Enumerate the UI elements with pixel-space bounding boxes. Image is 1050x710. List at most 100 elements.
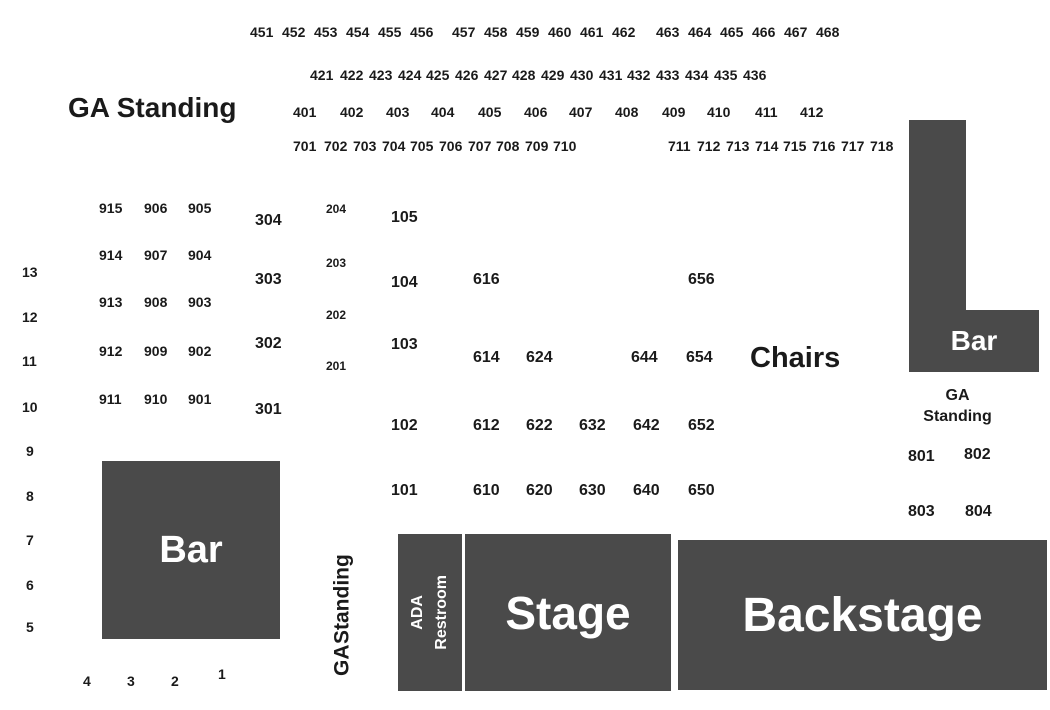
section-426[interactable]: 426 xyxy=(455,67,479,83)
section-713[interactable]: 713 xyxy=(726,138,750,154)
section-902[interactable]: 902 xyxy=(188,343,212,359)
section-710[interactable]: 710 xyxy=(553,138,577,154)
section-5[interactable]: 5 xyxy=(26,619,34,635)
section-432[interactable]: 432 xyxy=(627,67,651,83)
section-456[interactable]: 456 xyxy=(410,24,434,40)
section-301[interactable]: 301 xyxy=(255,401,282,418)
section-616[interactable]: 616 xyxy=(473,271,500,288)
section-103[interactable]: 103 xyxy=(391,336,418,353)
section-465[interactable]: 465 xyxy=(720,24,744,40)
section-907[interactable]: 907 xyxy=(144,247,168,263)
section-466[interactable]: 466 xyxy=(752,24,776,40)
section-463[interactable]: 463 xyxy=(656,24,680,40)
section-403[interactable]: 403 xyxy=(386,104,410,120)
section-303[interactable]: 303 xyxy=(255,271,282,288)
section-701[interactable]: 701 xyxy=(293,138,317,154)
section-614[interactable]: 614 xyxy=(473,349,500,366)
section-101[interactable]: 101 xyxy=(391,482,418,499)
section-9[interactable]: 9 xyxy=(26,443,34,459)
section-409[interactable]: 409 xyxy=(662,104,686,120)
section-3[interactable]: 3 xyxy=(127,673,135,689)
section-423[interactable]: 423 xyxy=(369,67,393,83)
section-421[interactable]: 421 xyxy=(310,67,334,83)
section-464[interactable]: 464 xyxy=(688,24,712,40)
section-913[interactable]: 913 xyxy=(99,294,123,310)
section-624[interactable]: 624 xyxy=(526,349,553,366)
section-704[interactable]: 704 xyxy=(382,138,406,154)
section-11[interactable]: 11 xyxy=(22,353,37,369)
section-202[interactable]: 202 xyxy=(326,308,347,322)
section-712[interactable]: 712 xyxy=(697,138,721,154)
section-915[interactable]: 915 xyxy=(99,200,123,216)
section-204[interactable]: 204 xyxy=(326,202,347,216)
section-459[interactable]: 459 xyxy=(516,24,540,40)
section-705[interactable]: 705 xyxy=(410,138,434,154)
section-13[interactable]: 13 xyxy=(22,264,38,280)
section-2[interactable]: 2 xyxy=(171,673,179,689)
section-640[interactable]: 640 xyxy=(633,482,660,499)
section-802[interactable]: 802 xyxy=(964,446,991,463)
section-201[interactable]: 201 xyxy=(326,359,347,373)
section-801[interactable]: 801 xyxy=(908,448,935,465)
section-715[interactable]: 715 xyxy=(783,138,807,154)
section-804[interactable]: 804 xyxy=(965,503,992,520)
section-460[interactable]: 460 xyxy=(548,24,572,40)
section-650[interactable]: 650 xyxy=(688,482,715,499)
section-703[interactable]: 703 xyxy=(353,138,377,154)
section-467[interactable]: 467 xyxy=(784,24,808,40)
section-104[interactable]: 104 xyxy=(391,274,418,291)
section-455[interactable]: 455 xyxy=(378,24,402,40)
section-717[interactable]: 717 xyxy=(841,138,865,154)
section-906[interactable]: 906 xyxy=(144,200,168,216)
section-451[interactable]: 451 xyxy=(250,24,274,40)
section-428[interactable]: 428 xyxy=(512,67,536,83)
section-656[interactable]: 656 xyxy=(688,271,715,288)
section-457[interactable]: 457 xyxy=(452,24,476,40)
section-105[interactable]: 105 xyxy=(391,209,418,226)
section-401[interactable]: 401 xyxy=(293,104,317,120)
section-410[interactable]: 410 xyxy=(707,104,731,120)
section-909[interactable]: 909 xyxy=(144,343,168,359)
section-914[interactable]: 914 xyxy=(99,247,123,263)
section-654[interactable]: 654 xyxy=(686,349,713,366)
section-408[interactable]: 408 xyxy=(615,104,639,120)
section-12[interactable]: 12 xyxy=(22,309,38,325)
section-610[interactable]: 610 xyxy=(473,482,500,499)
section-102[interactable]: 102 xyxy=(391,417,418,434)
section-711[interactable]: 711 xyxy=(668,138,691,154)
section-652[interactable]: 652 xyxy=(688,417,715,434)
section-404[interactable]: 404 xyxy=(431,104,455,120)
section-406[interactable]: 406 xyxy=(524,104,548,120)
section-402[interactable]: 402 xyxy=(340,104,364,120)
section-622[interactable]: 622 xyxy=(526,417,553,434)
section-803[interactable]: 803 xyxy=(908,503,935,520)
section-436[interactable]: 436 xyxy=(743,67,767,83)
section-411[interactable]: 411 xyxy=(755,104,778,120)
section-632[interactable]: 632 xyxy=(579,417,606,434)
section-709[interactable]: 709 xyxy=(525,138,549,154)
section-905[interactable]: 905 xyxy=(188,200,212,216)
section-431[interactable]: 431 xyxy=(599,67,623,83)
section-1[interactable]: 1 xyxy=(218,666,226,682)
section-453[interactable]: 453 xyxy=(314,24,338,40)
section-203[interactable]: 203 xyxy=(326,256,347,270)
section-424[interactable]: 424 xyxy=(398,67,422,83)
section-901[interactable]: 901 xyxy=(188,391,212,407)
section-412[interactable]: 412 xyxy=(800,104,824,120)
section-10[interactable]: 10 xyxy=(22,399,38,415)
section-434[interactable]: 434 xyxy=(685,67,709,83)
section-8[interactable]: 8 xyxy=(26,488,34,504)
section-302[interactable]: 302 xyxy=(255,335,282,352)
section-430[interactable]: 430 xyxy=(570,67,594,83)
section-304[interactable]: 304 xyxy=(255,212,282,229)
section-427[interactable]: 427 xyxy=(484,67,508,83)
section-422[interactable]: 422 xyxy=(340,67,364,83)
section-454[interactable]: 454 xyxy=(346,24,370,40)
section-620[interactable]: 620 xyxy=(526,482,553,499)
section-903[interactable]: 903 xyxy=(188,294,212,310)
section-6[interactable]: 6 xyxy=(26,577,34,593)
section-405[interactable]: 405 xyxy=(478,104,502,120)
section-911[interactable]: 911 xyxy=(99,391,122,407)
section-716[interactable]: 716 xyxy=(812,138,836,154)
section-4[interactable]: 4 xyxy=(83,673,91,689)
